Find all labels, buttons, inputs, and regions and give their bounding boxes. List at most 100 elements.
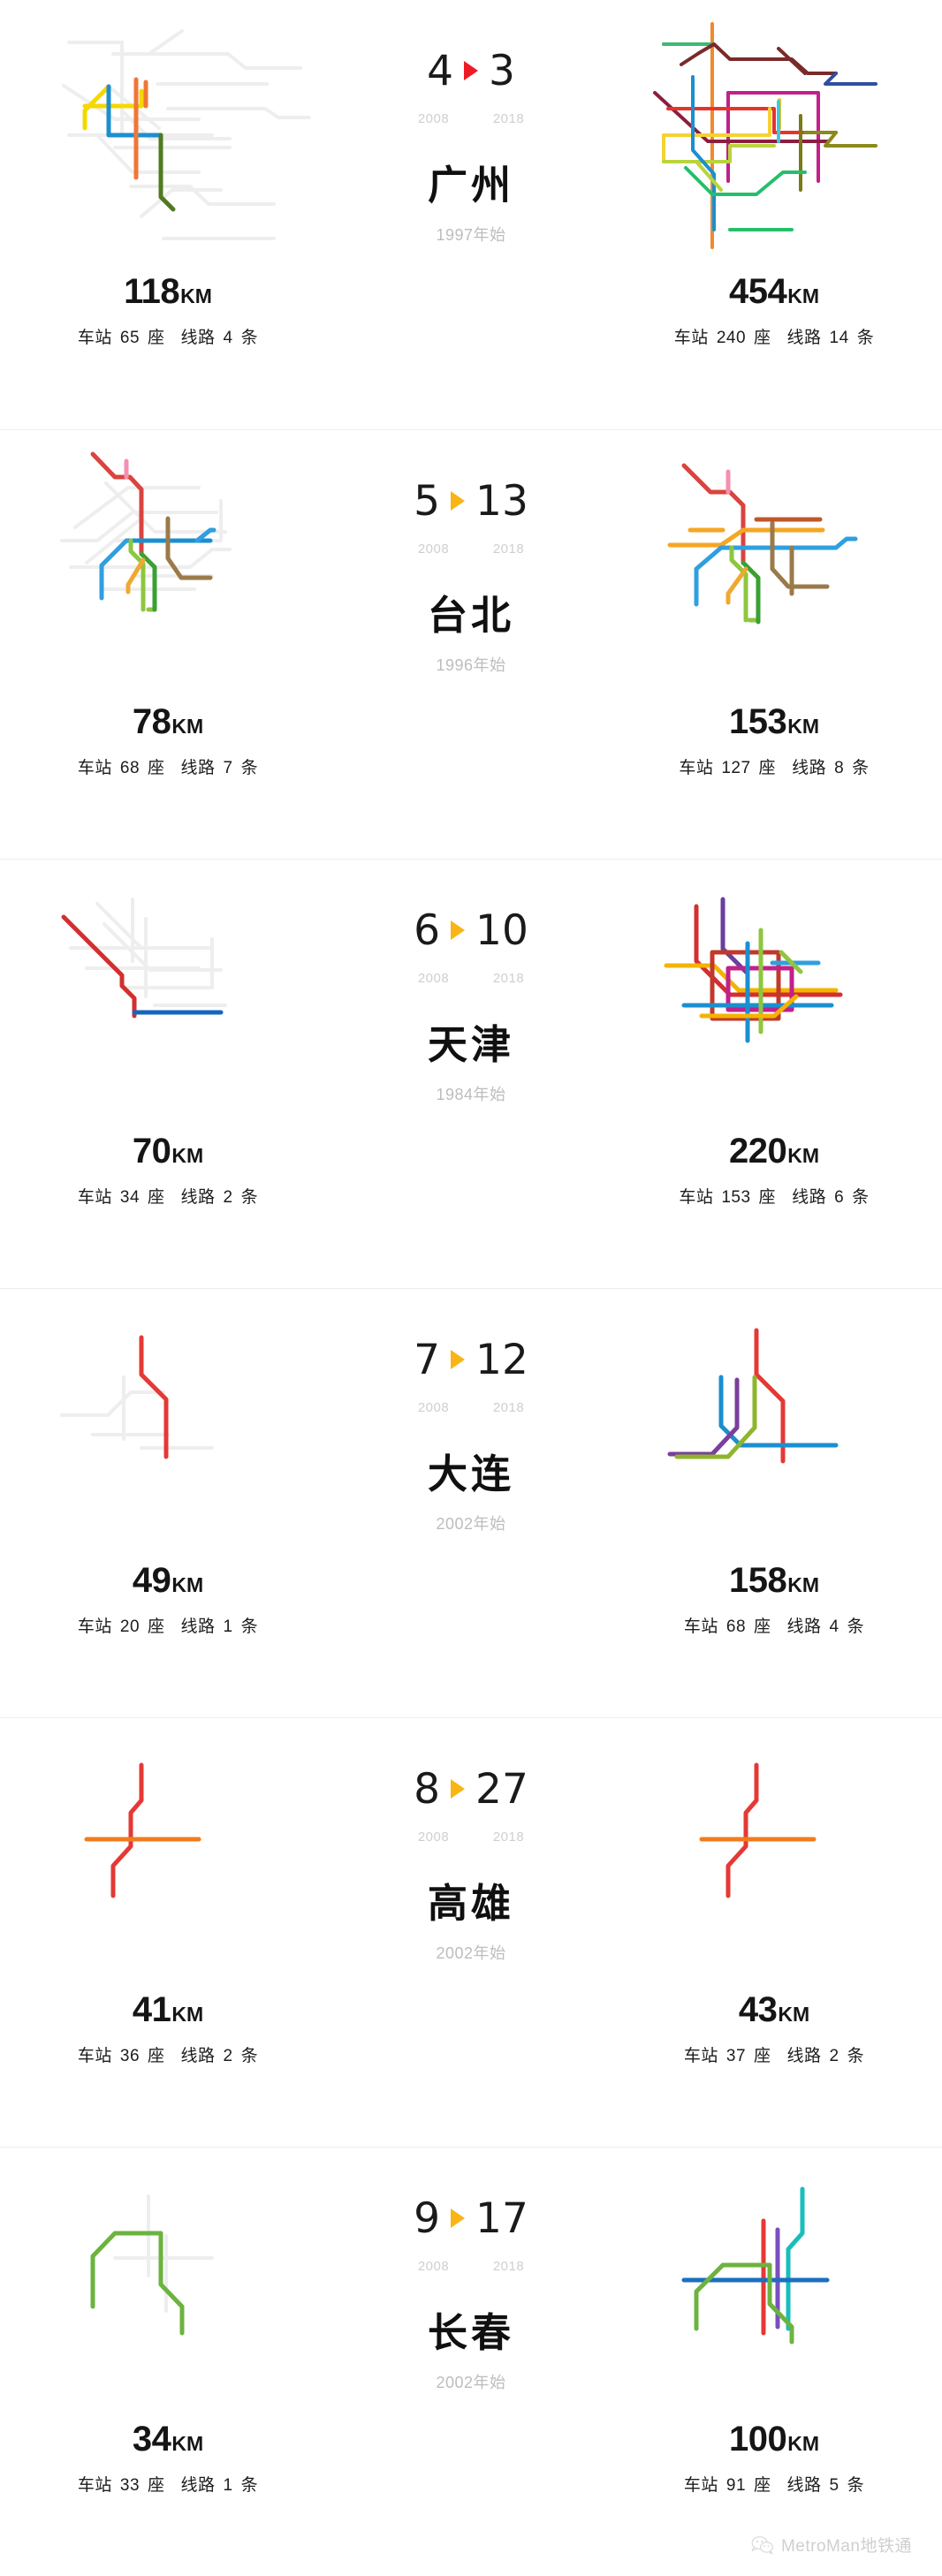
arrow-right-icon	[451, 921, 466, 940]
city-since: 1984年始	[436, 1086, 506, 1103]
distance-value: 41	[132, 1990, 171, 2029]
distance-2018: 43KM	[739, 1992, 809, 2027]
year-label-2018: 2018	[492, 971, 525, 986]
year-label-2008: 2008	[417, 542, 450, 557]
city-since: 1996年始	[436, 656, 506, 674]
distance-2018: 100KM	[729, 2421, 819, 2457]
line-count: 7	[223, 759, 233, 777]
station-count: 34	[119, 1188, 141, 1207]
year-label-2018: 2018	[492, 542, 525, 557]
taipei-2018-map	[667, 463, 858, 625]
city-name: 大连	[427, 1451, 514, 1496]
rank-2008: 4	[427, 46, 453, 95]
distance-value: 78	[132, 702, 171, 741]
distance-unit: KM	[787, 2432, 820, 2455]
station-count: 68	[119, 759, 141, 777]
station-count: 127	[721, 759, 751, 777]
changchun-2008-map	[90, 2194, 214, 2336]
distance-2018: 220KM	[729, 1133, 819, 1169]
rank-2018: 3	[489, 46, 515, 95]
wechat-icon	[751, 2535, 773, 2554]
metro-map-2008	[0, 0, 336, 274]
rank-2018: 27	[475, 1764, 528, 1814]
rank-comparison: 4 3	[427, 0, 515, 108]
station-count: 36	[119, 2047, 141, 2065]
tianjin-2008-map	[61, 898, 227, 1019]
distance-value: 220	[728, 1132, 787, 1171]
city-name: 台北	[427, 593, 514, 638]
year-labels: 2008 2018	[401, 971, 542, 986]
city-summary: 8 27 2008 2018 高雄 2002年始	[336, 1718, 606, 2147]
station-count: 65	[119, 329, 141, 347]
station-count: 20	[119, 1618, 141, 1636]
city-since: 1997年始	[436, 226, 506, 244]
city-name: 广州	[427, 163, 514, 208]
distance-value: 49	[132, 1561, 171, 1600]
line-count: 2	[829, 2047, 839, 2065]
station-count: 33	[119, 2476, 141, 2495]
distance-unit: KM	[787, 1144, 820, 1167]
distance-value: 100	[728, 2420, 787, 2459]
distance-2008: 49KM	[133, 1563, 203, 1598]
line-count: 14	[829, 329, 849, 347]
year-labels: 2008 2018	[401, 1830, 542, 1845]
rank-comparison: 6 10	[414, 860, 528, 967]
distance-2008: 118KM	[124, 274, 212, 309]
metro-map-2008	[0, 860, 336, 1133]
year-labels: 2008 2018	[401, 2259, 542, 2274]
metro-map-2018	[606, 1289, 942, 1563]
rank-2018: 13	[475, 476, 528, 526]
year-label-2008: 2008	[417, 1830, 450, 1845]
kaohsiung-2008-map	[84, 1762, 201, 1898]
station-count: 240	[716, 329, 747, 347]
distance-unit: KM	[180, 284, 212, 307]
metro-map-2008	[0, 2148, 336, 2421]
line-count: 6	[834, 1188, 845, 1207]
distance-unit: KM	[171, 1573, 204, 1596]
rank-2008: 9	[414, 2193, 441, 2243]
distance-value: 118	[124, 272, 180, 311]
year-label-2018: 2018	[492, 111, 525, 126]
year-label-2018: 2018	[492, 1830, 525, 1845]
city-name: 高雄	[427, 1881, 514, 1926]
changchun-2018-map	[681, 2186, 830, 2345]
distance-unit: KM	[787, 715, 820, 738]
rank-comparison: 9 17	[414, 2148, 528, 2255]
distance-value: 158	[728, 1561, 787, 1600]
metro-map-2018	[606, 860, 942, 1133]
city-summary: 7 12 2008 2018 大连 2002年始	[336, 1289, 606, 1717]
station-count: 91	[725, 2476, 747, 2495]
city-since: 2002年始	[436, 1515, 506, 1533]
distance-unit: KM	[171, 2003, 204, 2026]
year-labels: 2008 2018	[401, 542, 542, 557]
rank-2008: 6	[414, 905, 441, 955]
line-count: 2	[223, 1188, 233, 1207]
metro-map-2008	[0, 1718, 336, 1992]
rank-comparison: 8 27	[414, 1718, 528, 1826]
distance-2018: 158KM	[729, 1563, 819, 1598]
metro-map-2018	[606, 2148, 942, 2421]
line-count: 8	[834, 759, 845, 777]
station-count: 68	[725, 1618, 747, 1636]
distance-unit: KM	[171, 1144, 204, 1167]
rank-comparison: 7 12	[414, 1289, 528, 1397]
arrow-right-icon	[451, 2209, 466, 2228]
line-count: 5	[829, 2476, 839, 2495]
